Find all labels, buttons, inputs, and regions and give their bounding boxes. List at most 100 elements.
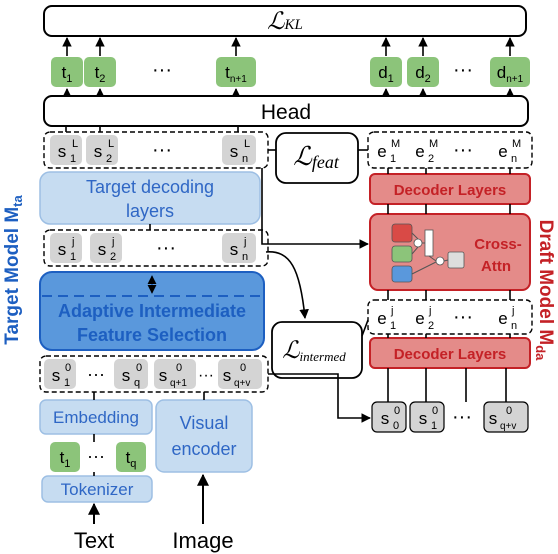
adaptive-feature-selection xyxy=(39,271,265,351)
text-input-label: Text xyxy=(74,528,114,553)
state-sub: n xyxy=(242,251,248,263)
input-token: t1 xyxy=(60,448,71,470)
intermed-loss-label: ℒintermed xyxy=(282,338,346,364)
state-sub: 1 xyxy=(390,320,396,332)
state-label: s xyxy=(223,366,232,385)
input-token: tq xyxy=(126,448,137,470)
state-sup: 0 xyxy=(432,405,438,417)
state-sup: M xyxy=(391,138,400,150)
draft-connectors xyxy=(387,168,511,402)
state-sup: j xyxy=(511,305,514,317)
state-sub: 2 xyxy=(428,153,434,165)
state-box xyxy=(50,135,82,165)
state-sup: 0 xyxy=(176,362,182,374)
draft-token: dn+1 xyxy=(497,63,524,85)
state-box xyxy=(222,233,256,263)
target-model-label: Target Model Mta xyxy=(2,194,25,344)
embedding-label: Embedding xyxy=(53,408,139,427)
cross-attn-label-line1: Cross- xyxy=(474,236,522,253)
visual-encoder-label-line2: encoder xyxy=(171,439,236,459)
target-states-L: s L 1 s L 2 ··· s L n xyxy=(50,135,256,165)
draft-states-0: s 0 0 s 0 1 ··· s 0 q+v xyxy=(371,401,529,433)
state-sub: 1 xyxy=(70,153,76,165)
state-sub: q+1 xyxy=(170,378,187,389)
target-token-box xyxy=(84,57,116,87)
state-label: e xyxy=(498,309,507,328)
tokenizer-box xyxy=(41,475,153,503)
state-sup: L xyxy=(108,138,114,150)
image-input-label: Image xyxy=(172,528,233,553)
state-sup: L xyxy=(72,138,78,150)
state-sup: 0 xyxy=(136,362,142,374)
state-label: s xyxy=(98,240,107,259)
state-sup: j xyxy=(243,236,246,248)
state-label: e xyxy=(415,142,424,161)
state-box xyxy=(86,135,118,165)
draft-decoder-label-bottom: Decoder Layers xyxy=(394,346,507,363)
state-sup: 0 xyxy=(65,362,71,374)
intermed-link xyxy=(361,319,369,337)
state-sup: j xyxy=(390,305,393,317)
state-box xyxy=(90,233,122,263)
state-sup: j xyxy=(428,305,431,317)
state-sub: q xyxy=(134,377,140,389)
draft-token-ellipsis: ··· xyxy=(453,59,473,81)
visual-encoder-label-line1: Visual xyxy=(180,413,229,433)
state-sub: q+v xyxy=(500,421,516,432)
head-box xyxy=(43,95,529,127)
state-sub: 2 xyxy=(428,320,434,332)
state-box xyxy=(218,359,262,389)
draft-model-label: Draft Model Mda xyxy=(533,220,556,362)
state-sub: 1 xyxy=(70,251,76,263)
target-token-row: t1 t2 ··· tn+1 xyxy=(51,57,256,87)
state-label: e xyxy=(498,142,507,161)
target-states-0-group xyxy=(39,355,269,393)
input-token-box xyxy=(116,442,146,472)
state-sub: 2 xyxy=(106,153,112,165)
draft-token: d2 xyxy=(415,63,431,85)
state-sup: j xyxy=(111,236,114,248)
state-label: s xyxy=(419,409,428,428)
draft-decoder-layers-bottom xyxy=(369,337,531,369)
target-token: t1 xyxy=(62,63,73,85)
state-box xyxy=(44,359,76,389)
state-box xyxy=(222,135,256,165)
state-box xyxy=(50,233,82,263)
state-sub: 2 xyxy=(110,251,116,263)
state-ellipsis: ··· xyxy=(156,237,176,259)
state-label: s xyxy=(230,240,239,259)
target-token-box xyxy=(51,57,83,87)
state-sub: n xyxy=(511,320,517,332)
state-sub: 0 xyxy=(393,420,399,432)
feat-loss-label: ℒfeat xyxy=(293,142,340,172)
state-ellipsis: ··· xyxy=(452,406,472,428)
state-sup: M xyxy=(429,138,438,150)
state-label: s xyxy=(489,409,498,428)
state-sup: 0 xyxy=(394,405,400,417)
target-connectors xyxy=(65,126,239,476)
state-ellipsis: ··· xyxy=(87,364,105,384)
state-box xyxy=(371,401,407,433)
state-sub: 1 xyxy=(431,420,437,432)
adaptive-label-line1: Adaptive Intermediate xyxy=(58,301,246,321)
adaptive-label-line2: Feature Selection xyxy=(77,325,227,345)
draft-states-M: e M 1 e M 2 ··· e M n xyxy=(377,138,521,165)
state-sub: 1 xyxy=(64,377,70,389)
state-label: s xyxy=(230,142,239,161)
visual-encoder-box xyxy=(155,399,253,473)
draft-token-box xyxy=(490,57,530,87)
state-label: s xyxy=(159,366,168,385)
draft-decoder-layers-top xyxy=(369,173,531,205)
state-label: s xyxy=(381,409,390,428)
state-ellipsis: ··· xyxy=(152,139,172,161)
feat-loss-box xyxy=(275,132,359,184)
state-label: s xyxy=(52,366,61,385)
sj-to-intermed-arrow xyxy=(265,251,309,319)
state-sup: 0 xyxy=(506,405,512,417)
state-box xyxy=(154,359,196,389)
target-decoding-label-line1: Target decoding xyxy=(86,177,214,197)
draft-decoder-label-top: Decoder Layers xyxy=(394,182,507,199)
sL-to-crossattn-arrow xyxy=(261,168,369,249)
head-to-token-arrows xyxy=(62,88,515,98)
